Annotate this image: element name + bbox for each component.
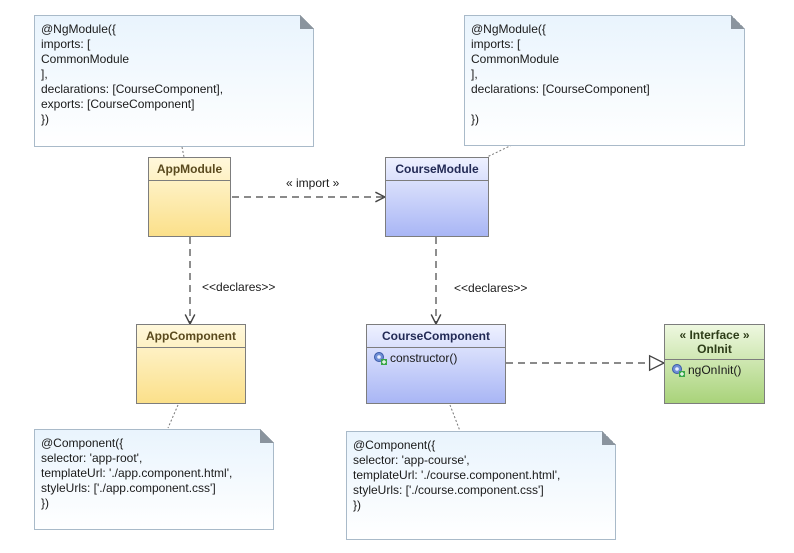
- interface-header: « Interface » OnInit: [665, 325, 764, 360]
- interface-name: OnInit: [697, 342, 732, 356]
- note-line: styleUrls: ['./course.component.css']: [353, 483, 544, 497]
- note-anchor-app-component: [167, 404, 179, 429]
- note-fold-icon: [602, 431, 616, 445]
- note-anchor-course-component: [449, 404, 461, 432]
- note-fold-icon: [260, 429, 274, 443]
- note-line: declarations: [CourseComponent]: [471, 82, 650, 96]
- note-line: declarations: [CourseComponent],: [41, 82, 224, 96]
- note-line: @NgModule({: [471, 22, 546, 36]
- class-app-component[interactable]: AppComponent: [136, 324, 246, 404]
- class-name: CourseComponent: [367, 325, 505, 348]
- note-app-component[interactable]: @Component({ selector: 'app-root', templ…: [34, 429, 274, 530]
- note-line: @Component({: [353, 438, 436, 452]
- operation-label: ngOnInit(): [688, 363, 742, 377]
- note-line: @Component({: [41, 436, 124, 450]
- note-line: @NgModule({: [41, 22, 116, 36]
- note-line: }): [41, 496, 50, 510]
- note-line: }): [471, 112, 480, 126]
- class-course-component[interactable]: CourseComponent constructor(): [366, 324, 506, 404]
- stereotype-label: « Interface »: [679, 328, 750, 342]
- operation-label: constructor(): [390, 351, 458, 365]
- note-line: imports: [: [471, 37, 521, 51]
- note-course-component[interactable]: @Component({ selector: 'app-course', tem…: [346, 431, 616, 540]
- note-line: selector: 'app-root',: [41, 451, 143, 465]
- class-name: AppComponent: [137, 325, 245, 348]
- note-fold-icon: [300, 15, 314, 29]
- note-anchor-app-module: [181, 146, 185, 158]
- note-line: ],: [41, 67, 48, 81]
- note-line: [471, 97, 738, 112]
- note-app-module[interactable]: @NgModule({ imports: [ CommonModule ], d…: [34, 15, 314, 147]
- class-app-module[interactable]: AppModule: [148, 157, 231, 237]
- note-line: templateUrl: './course.component.html',: [353, 468, 561, 482]
- note-line: selector: 'app-course',: [353, 453, 470, 467]
- note-line: imports: [: [41, 37, 91, 51]
- note-course-module[interactable]: @NgModule({ imports: [ CommonModule ], d…: [464, 15, 745, 146]
- operation-row[interactable]: ngOnInit(): [665, 360, 764, 380]
- note-line: CommonModule: [41, 52, 130, 66]
- operation-row[interactable]: constructor(): [367, 348, 505, 368]
- public-operation-icon: [672, 364, 685, 377]
- note-line: }): [353, 498, 362, 512]
- note-line: }): [41, 112, 50, 126]
- note-fold-icon: [731, 15, 745, 29]
- note-line: CommonModule: [471, 52, 560, 66]
- note-line: templateUrl: './app.component.html',: [41, 466, 233, 480]
- note-line: exports: [CourseComponent]: [41, 97, 195, 111]
- note-line: ],: [471, 67, 478, 81]
- class-name: CourseModule: [386, 158, 488, 181]
- note-anchor-course-module: [486, 144, 513, 158]
- declares-label-right: <<declares>>: [454, 281, 528, 295]
- note-line: styleUrls: ['./app.component.css']: [41, 481, 216, 495]
- import-label: « import »: [286, 176, 340, 190]
- public-operation-icon: [374, 352, 387, 365]
- class-name: AppModule: [149, 158, 230, 181]
- class-course-module[interactable]: CourseModule: [385, 157, 489, 237]
- declares-label-left: <<declares>>: [202, 280, 276, 294]
- interface-oninit[interactable]: « Interface » OnInit ngOnInit(): [664, 324, 765, 404]
